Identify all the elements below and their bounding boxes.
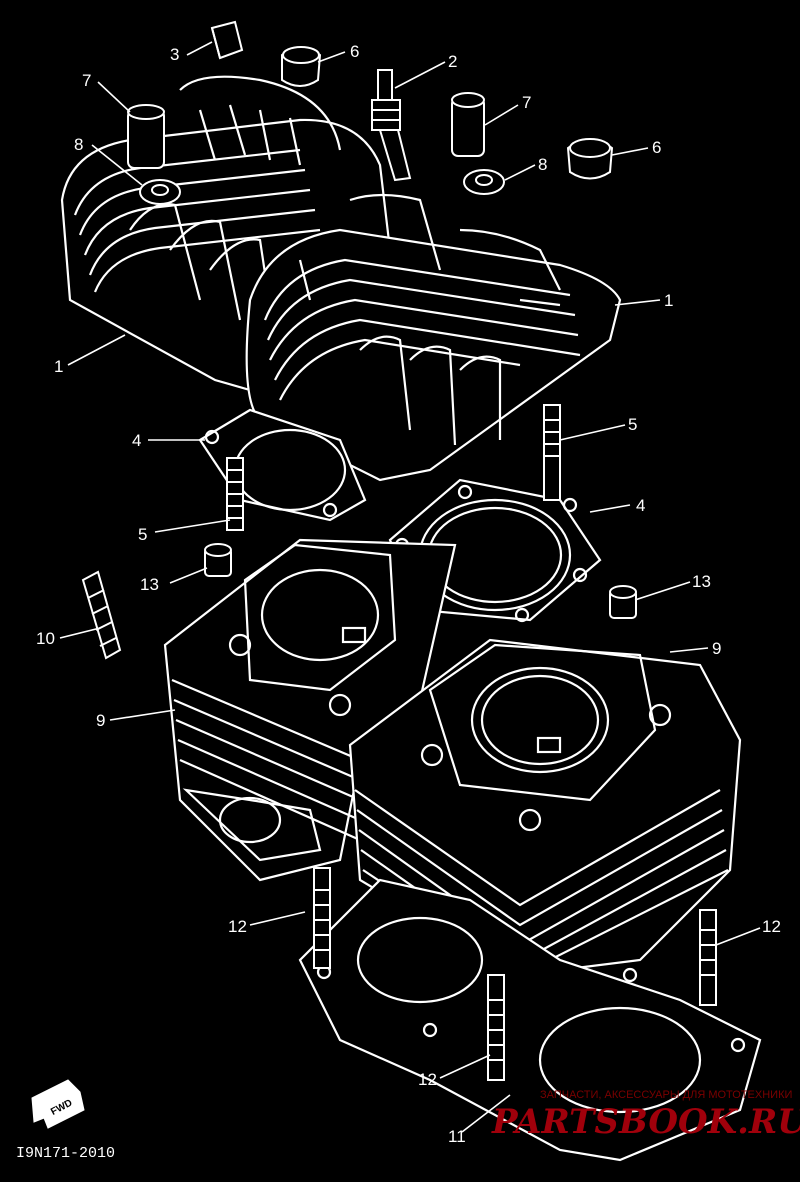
cylinder-head-right	[245, 193, 622, 482]
callout-dowel-left: 7	[82, 71, 91, 90]
watermark-brand: PARTSBOOK.RU	[491, 1102, 800, 1142]
stud-bottom-center	[487, 974, 505, 1081]
nut-top	[281, 46, 322, 87]
callout-nut-right: 6	[652, 138, 661, 157]
dowel-13-right	[609, 585, 637, 619]
leader-lines	[59, 41, 761, 1133]
forward-arrow-icon: FWD	[31, 1079, 85, 1129]
callout-stud-bottom-right: 12	[762, 917, 781, 936]
cylinder-right	[348, 638, 742, 977]
stud-left	[226, 457, 244, 531]
part-code: I9N171-2010	[16, 1145, 115, 1162]
hose-part	[81, 570, 122, 660]
callout-cap: 3	[170, 45, 179, 64]
callout-head-right: 1	[664, 291, 673, 310]
callout-cylinder-right: 9	[712, 639, 721, 658]
callout-cylinder-left: 9	[96, 711, 105, 730]
cylinder-left	[163, 538, 457, 882]
callout-stud-bottom-left: 12	[228, 917, 247, 936]
watermark-tagline: ЗАПЧАСТИ, АКСЕССУАРЫ ДЛЯ МОТОТЕХНИКИ	[540, 1089, 792, 1101]
callout-base-gasket: 11	[448, 1127, 466, 1146]
callout-stud-left: 5	[138, 525, 147, 544]
nut-right	[566, 138, 614, 180]
dowel-right	[451, 92, 485, 157]
callout-washer-left: 8	[74, 135, 83, 154]
callout-stud-right: 5	[628, 415, 637, 434]
washer-left	[139, 179, 181, 205]
stud-bottom-left	[313, 867, 331, 969]
spark-plug	[371, 69, 412, 182]
callout-dowel-13-right: 13	[692, 572, 711, 591]
callout-nut-top: 6	[350, 42, 359, 61]
callout-hose: 10	[36, 629, 55, 648]
stud-bottom-right	[699, 909, 717, 1006]
washer-right	[463, 169, 505, 195]
callout-washer-right: 8	[538, 155, 547, 174]
callout-spark-plug: 2	[448, 52, 457, 71]
dowel-13-left	[204, 543, 232, 577]
callout-dowel-13-left: 13	[140, 575, 159, 594]
dowel-left	[127, 104, 165, 169]
cap-part	[210, 20, 244, 60]
stud-right	[543, 404, 561, 501]
base-gasket	[298, 878, 762, 1162]
callout-stud-bottom-center: 12	[418, 1070, 437, 1089]
callout-dowel-right: 7	[522, 93, 531, 112]
callout-gasket-upper: 4	[636, 496, 645, 515]
callout-gasket-top: 4	[132, 431, 141, 450]
callout-head-left: 1	[54, 357, 63, 376]
